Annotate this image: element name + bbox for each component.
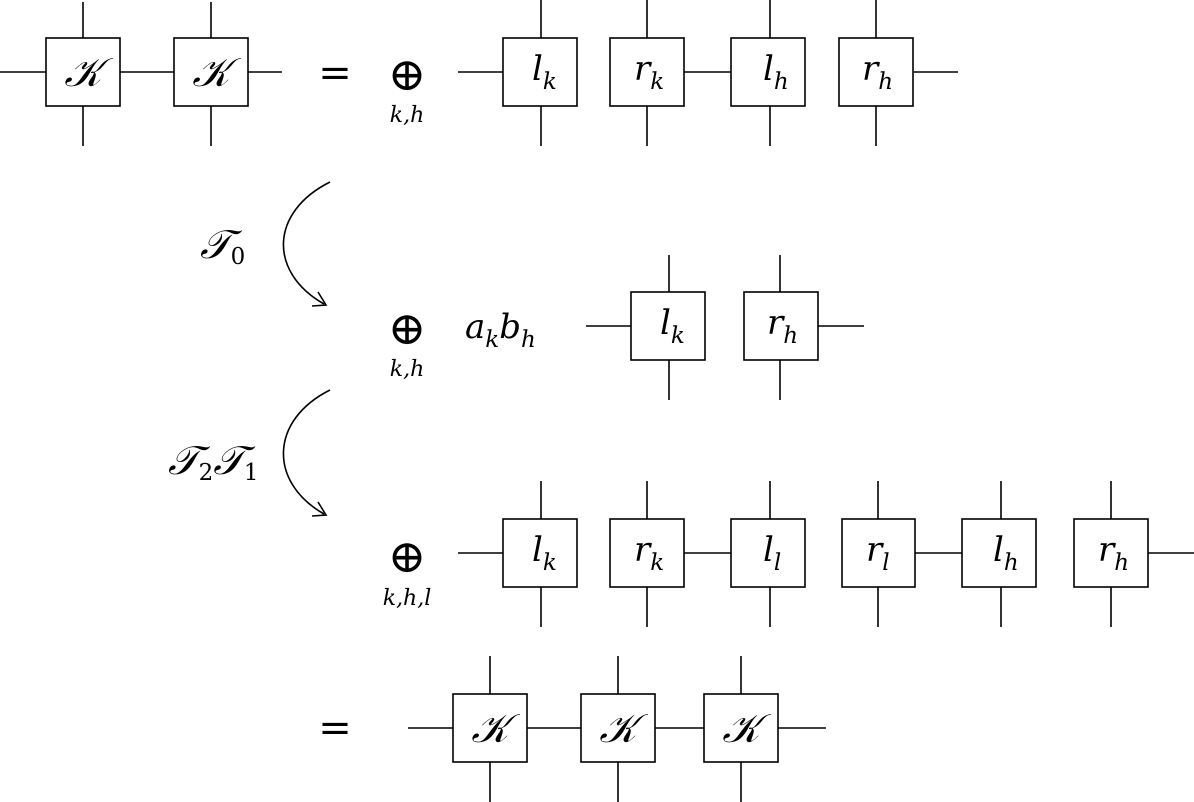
oplus-symbol: ⊕ — [388, 301, 427, 355]
tensor-box — [502, 37, 578, 107]
tensor-label: rk — [634, 49, 664, 95]
tensor-box — [502, 518, 578, 588]
tensor-label: rh — [1098, 530, 1129, 576]
row1-lhs-chain: 𝒦 𝒦 — [0, 2, 282, 146]
row4-chain: 𝒦 𝒦 𝒦 — [408, 656, 826, 802]
tensor-box — [838, 37, 914, 107]
tensor-box — [730, 518, 806, 588]
transform-label: 𝒯2𝒯1 — [168, 438, 259, 486]
equals-sign: = — [318, 50, 352, 96]
tensor-k-box — [452, 693, 528, 763]
row1-rhs-chain: lk rk lh rh — [458, 0, 958, 146]
tensor-k-box — [580, 693, 656, 763]
sum-index: k,h — [390, 357, 425, 382]
tensor-label: lk — [532, 49, 557, 95]
tensor-box — [743, 291, 819, 361]
direct-sum-operator: ⊕ k,h — [388, 47, 427, 128]
tensor-label: lk — [660, 303, 685, 349]
tensor-box — [609, 37, 685, 107]
tensor-label: rl — [866, 530, 890, 576]
sum-index: k,h,l — [383, 586, 432, 611]
sum-index: k,h — [390, 103, 425, 128]
row3-chain: lk rk ll rl lh rh — [458, 481, 1194, 627]
coefficient-akbh: akbh — [465, 307, 536, 353]
oplus-symbol: ⊕ — [388, 529, 427, 583]
tensor-k-box — [45, 37, 121, 107]
tensor-label: lk — [532, 530, 557, 576]
equals-sign: = — [318, 705, 352, 751]
tensor-box — [730, 37, 806, 107]
oplus-symbol: ⊕ — [388, 47, 427, 101]
tensor-box — [961, 518, 1037, 588]
tensor-k-box — [703, 693, 779, 763]
transform-arrow-t2t1: 𝒯2𝒯1 — [168, 389, 331, 517]
row2-chain: lk rh — [586, 255, 864, 400]
tensor-label: rh — [862, 49, 893, 95]
tensor-label: lh — [763, 49, 789, 95]
transform-label: 𝒯0 — [200, 222, 245, 270]
direct-sum-operator: ⊕ k,h — [388, 301, 427, 382]
tensor-label: ll — [763, 530, 781, 576]
direct-sum-operator: ⊕ k,h,l — [383, 529, 432, 611]
tensor-k-box — [173, 37, 249, 107]
tensor-label: rh — [767, 303, 798, 349]
tensor-box — [630, 291, 706, 361]
tensor-box — [609, 518, 685, 588]
tensor-label: lh — [993, 530, 1019, 576]
transform-arrow-t0: 𝒯0 — [200, 181, 331, 307]
tensor-box — [1073, 518, 1149, 588]
tensor-label: rk — [634, 530, 664, 576]
tensor-box — [841, 518, 916, 588]
